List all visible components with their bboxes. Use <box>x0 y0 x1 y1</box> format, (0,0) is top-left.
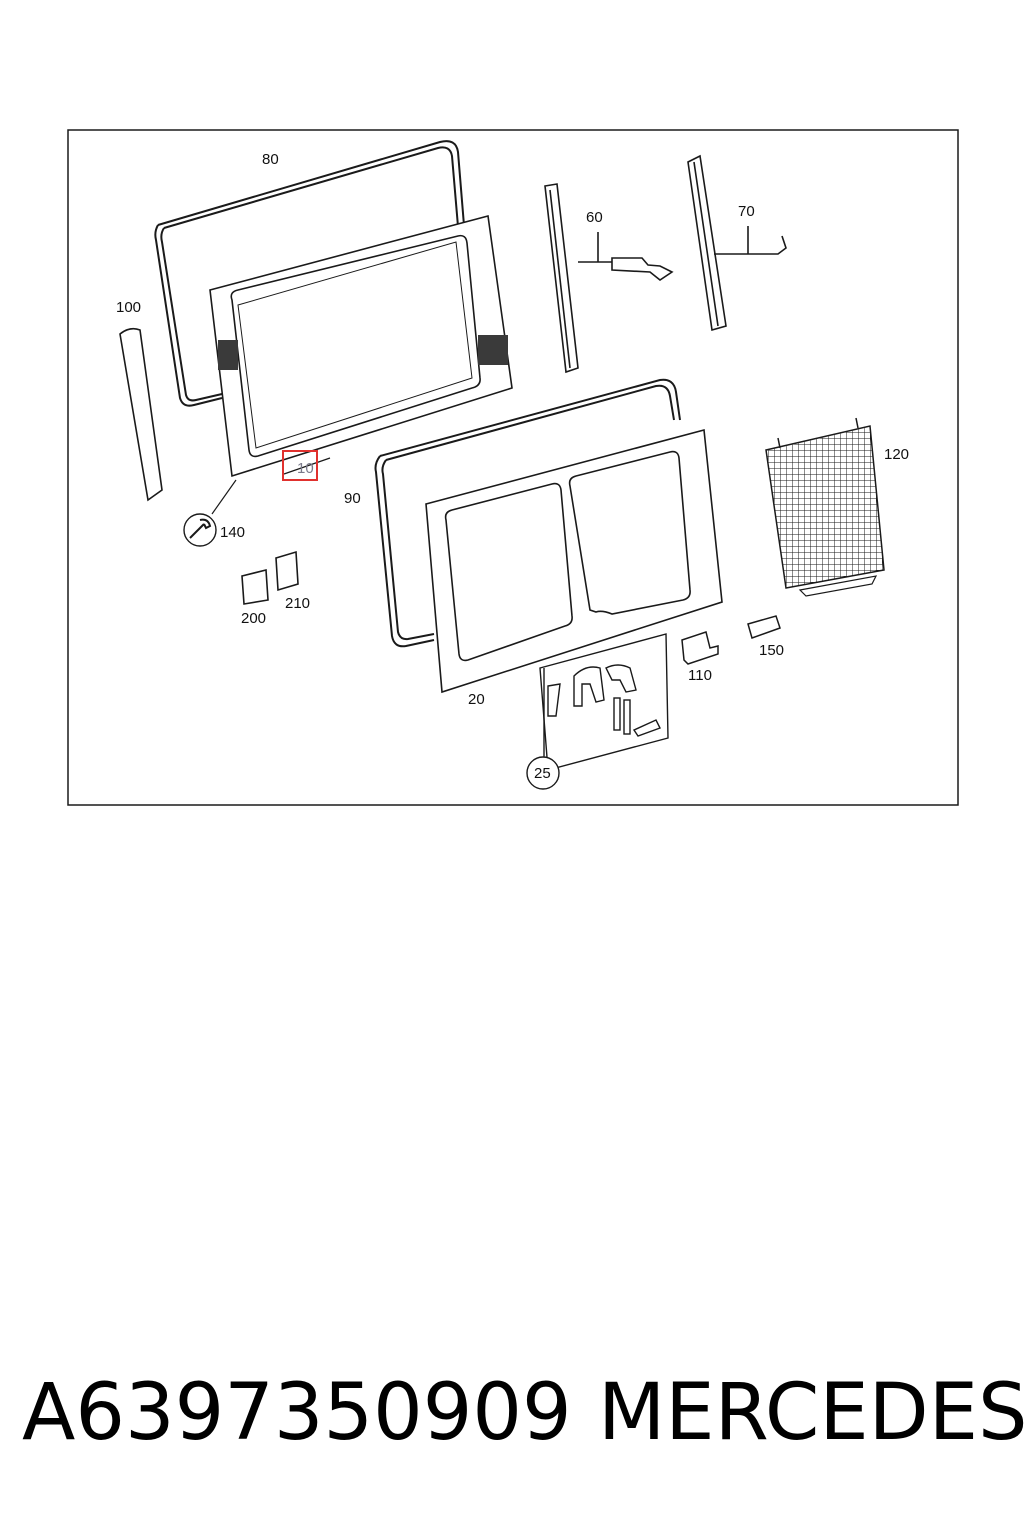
callout-25: 25 <box>534 765 551 782</box>
callout-110: 110 <box>688 667 712 684</box>
wrench-icon <box>183 513 217 547</box>
callout-25-circle <box>526 756 560 790</box>
callout-100: 100 <box>116 299 141 316</box>
part-90-seal[interactable] <box>374 378 681 648</box>
part-20-glass[interactable] <box>425 428 723 694</box>
callout-210: 210 <box>285 595 310 612</box>
callout-20: 20 <box>468 691 485 708</box>
part-60-rail[interactable] <box>544 183 674 374</box>
brand-name: MERCEDES <box>598 1368 1024 1458</box>
part-70-rail[interactable] <box>687 154 787 332</box>
callout-80: 80 <box>262 151 279 168</box>
callout-200: 200 <box>241 610 266 627</box>
callout-150: 150 <box>759 642 784 659</box>
part-120-grille[interactable] <box>765 417 885 597</box>
diagram-border <box>67 129 959 806</box>
highlight-box-10 <box>282 450 318 481</box>
part-80-seal[interactable] <box>154 140 467 407</box>
part-10-glass[interactable] <box>209 214 513 478</box>
callout-140: 140 <box>220 524 245 541</box>
part-100-trim[interactable] <box>119 327 163 502</box>
callout-10: 10 <box>297 460 314 477</box>
callout-60: 60 <box>586 209 603 226</box>
callout-70: 70 <box>738 203 755 220</box>
parts-diagram: 80 100 60 70 10 90 120 140 200 210 110 1… <box>67 129 959 806</box>
part-25-clip-kit[interactable] <box>539 633 669 771</box>
part-110-bracket[interactable] <box>681 631 719 665</box>
callout-120: 120 <box>884 446 909 463</box>
callout-90: 90 <box>344 490 361 507</box>
part-210-pad[interactable] <box>275 550 299 592</box>
part-number: A6397350909 <box>22 1368 572 1458</box>
part-150-block[interactable] <box>747 615 781 639</box>
part-200-pad[interactable] <box>241 568 269 605</box>
